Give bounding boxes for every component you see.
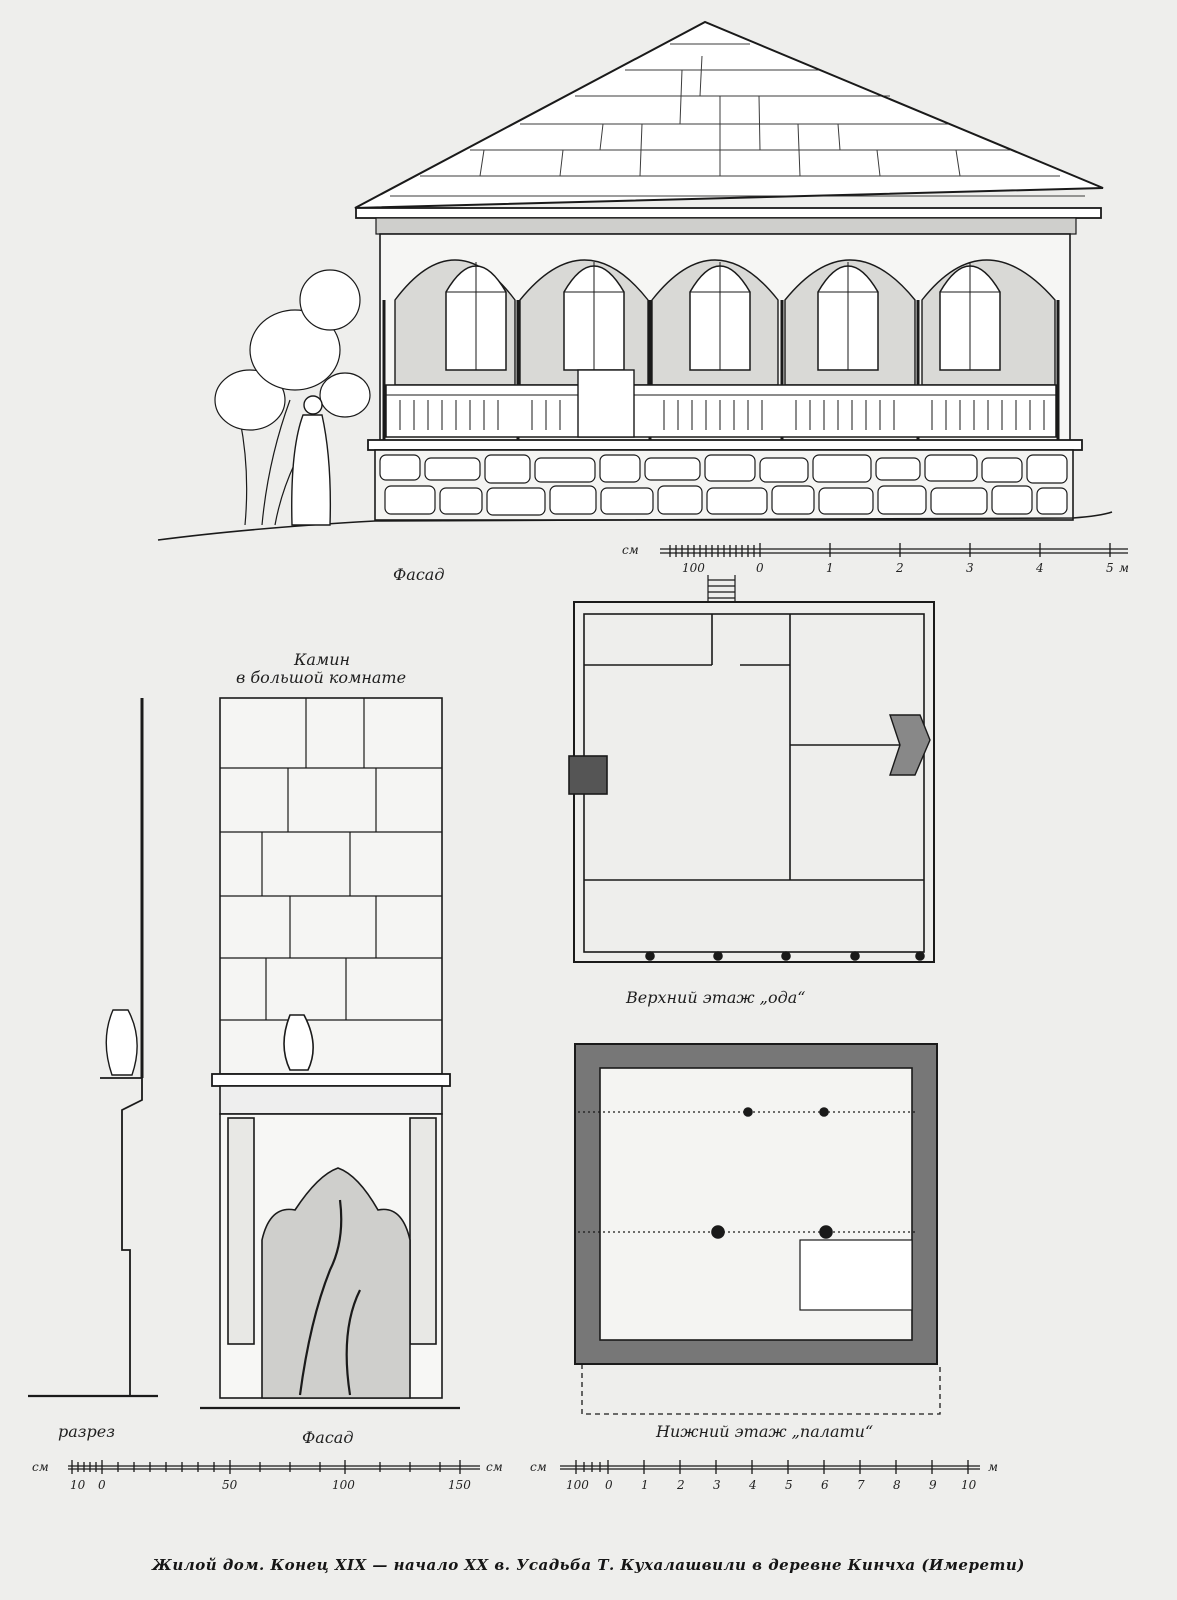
lower-floor-plan — [574, 1043, 941, 1415]
scale-bar-top — [660, 543, 1128, 557]
top-scale-tick-100: 100 — [682, 561, 705, 575]
plans-scale-tick-2: 2 — [677, 1478, 685, 1492]
top-scale-tick-3: 3 — [966, 561, 974, 575]
veranda-posts-plan — [645, 951, 925, 961]
section-label: разрез — [58, 1422, 115, 1441]
right-jamb — [409, 1117, 437, 1345]
fireplace-title: Камин — [294, 650, 351, 669]
plans-scale-tick-1: 1 — [641, 1478, 649, 1492]
fireplace-subtitle: в большой комнате — [236, 668, 407, 687]
upper-floor-label: Верхний этаж „ода“ — [626, 988, 806, 1007]
fireplace-facade — [200, 697, 460, 1410]
beam-posts — [711, 1107, 833, 1239]
jug-on-mantel — [283, 1014, 314, 1071]
fireplace-mark — [568, 755, 608, 795]
floor-beam — [367, 439, 1083, 451]
plans-scale-tick-5: 5 — [785, 1478, 793, 1492]
fireplace-scale-tick-150: 150 — [448, 1478, 471, 1492]
stair-top — [707, 575, 736, 603]
top-scale-tick-2: 2 — [896, 561, 904, 575]
tree — [214, 269, 371, 526]
mantel-shelf — [211, 1073, 451, 1087]
plans-scale-tick-0: 0 — [605, 1478, 613, 1492]
foundation-stones — [379, 454, 1068, 516]
railing — [385, 384, 1057, 438]
plans-scale-tick-6: 6 — [821, 1478, 829, 1492]
upper-floor-plan — [568, 575, 935, 963]
plans-scale-tick-8: 8 — [893, 1478, 901, 1492]
plans-scale-tick-7: 7 — [857, 1478, 865, 1492]
lower-floor-label: Нижний этаж „палати“ — [656, 1422, 874, 1441]
eave-fascia — [355, 207, 1102, 219]
hearth-opening — [261, 1167, 411, 1399]
chimney — [219, 697, 443, 1075]
left-jamb — [227, 1117, 255, 1345]
plans-scale-tick-3: 3 — [713, 1478, 721, 1492]
plans-scale-tick-4: 4 — [749, 1478, 757, 1492]
house-facade-drawing — [157, 20, 1113, 541]
plans-scale-unit-left: см — [530, 1460, 547, 1474]
fireplace-scale-unit-right: см — [486, 1460, 503, 1474]
wine-vessels-area — [799, 1239, 913, 1311]
plans-scale-tick-10: 10 — [961, 1478, 977, 1492]
dashed-outline — [581, 1364, 941, 1415]
roof — [354, 20, 1104, 209]
woman-figure — [291, 395, 332, 526]
roof-shingles — [390, 43, 1085, 197]
corner-niche — [889, 714, 931, 776]
scale-bar-fireplace — [68, 1460, 480, 1474]
ground-line — [157, 511, 1113, 541]
chimney-blocks — [220, 698, 442, 1021]
plans-scale-tick-9: 9 — [929, 1478, 937, 1492]
mantel-frieze — [219, 1085, 443, 1115]
fireplace-facade-label: Фасад — [302, 1428, 354, 1447]
fireplace-scale-tick-0: 0 — [98, 1478, 106, 1492]
top-scale-tick-5: 5 — [1106, 561, 1114, 575]
house-facade-label: Фасад — [393, 565, 445, 584]
eave-band — [375, 217, 1077, 235]
top-scale-unit-right: м — [1119, 561, 1129, 575]
top-scale-unit-left: см — [622, 543, 639, 557]
fireplace-section — [28, 698, 158, 1398]
fireplace-scale-tick-100: 100 — [332, 1478, 355, 1492]
top-scale-tick-1: 1 — [826, 561, 834, 575]
plans-scale-tick-100: 100 — [566, 1478, 589, 1492]
fireplace-scale-tick-50: 50 — [222, 1478, 238, 1492]
plate-caption: Жилой дом. Конец XIX — начало XX в. Усад… — [152, 1556, 1025, 1574]
scale-bar-plans — [560, 1460, 980, 1474]
plans-scale-unit-right: м — [988, 1460, 998, 1474]
section-jug — [105, 1009, 138, 1076]
firewood — [298, 1199, 361, 1396]
window-mullions — [446, 262, 1000, 370]
veranda-gate — [577, 369, 635, 438]
top-scale-tick-4: 4 — [1036, 561, 1044, 575]
top-scale-tick-0: 0 — [756, 561, 764, 575]
fireplace-scale-unit-left: см — [32, 1460, 49, 1474]
fireplace-scale-tick-10: 10 — [70, 1478, 86, 1492]
